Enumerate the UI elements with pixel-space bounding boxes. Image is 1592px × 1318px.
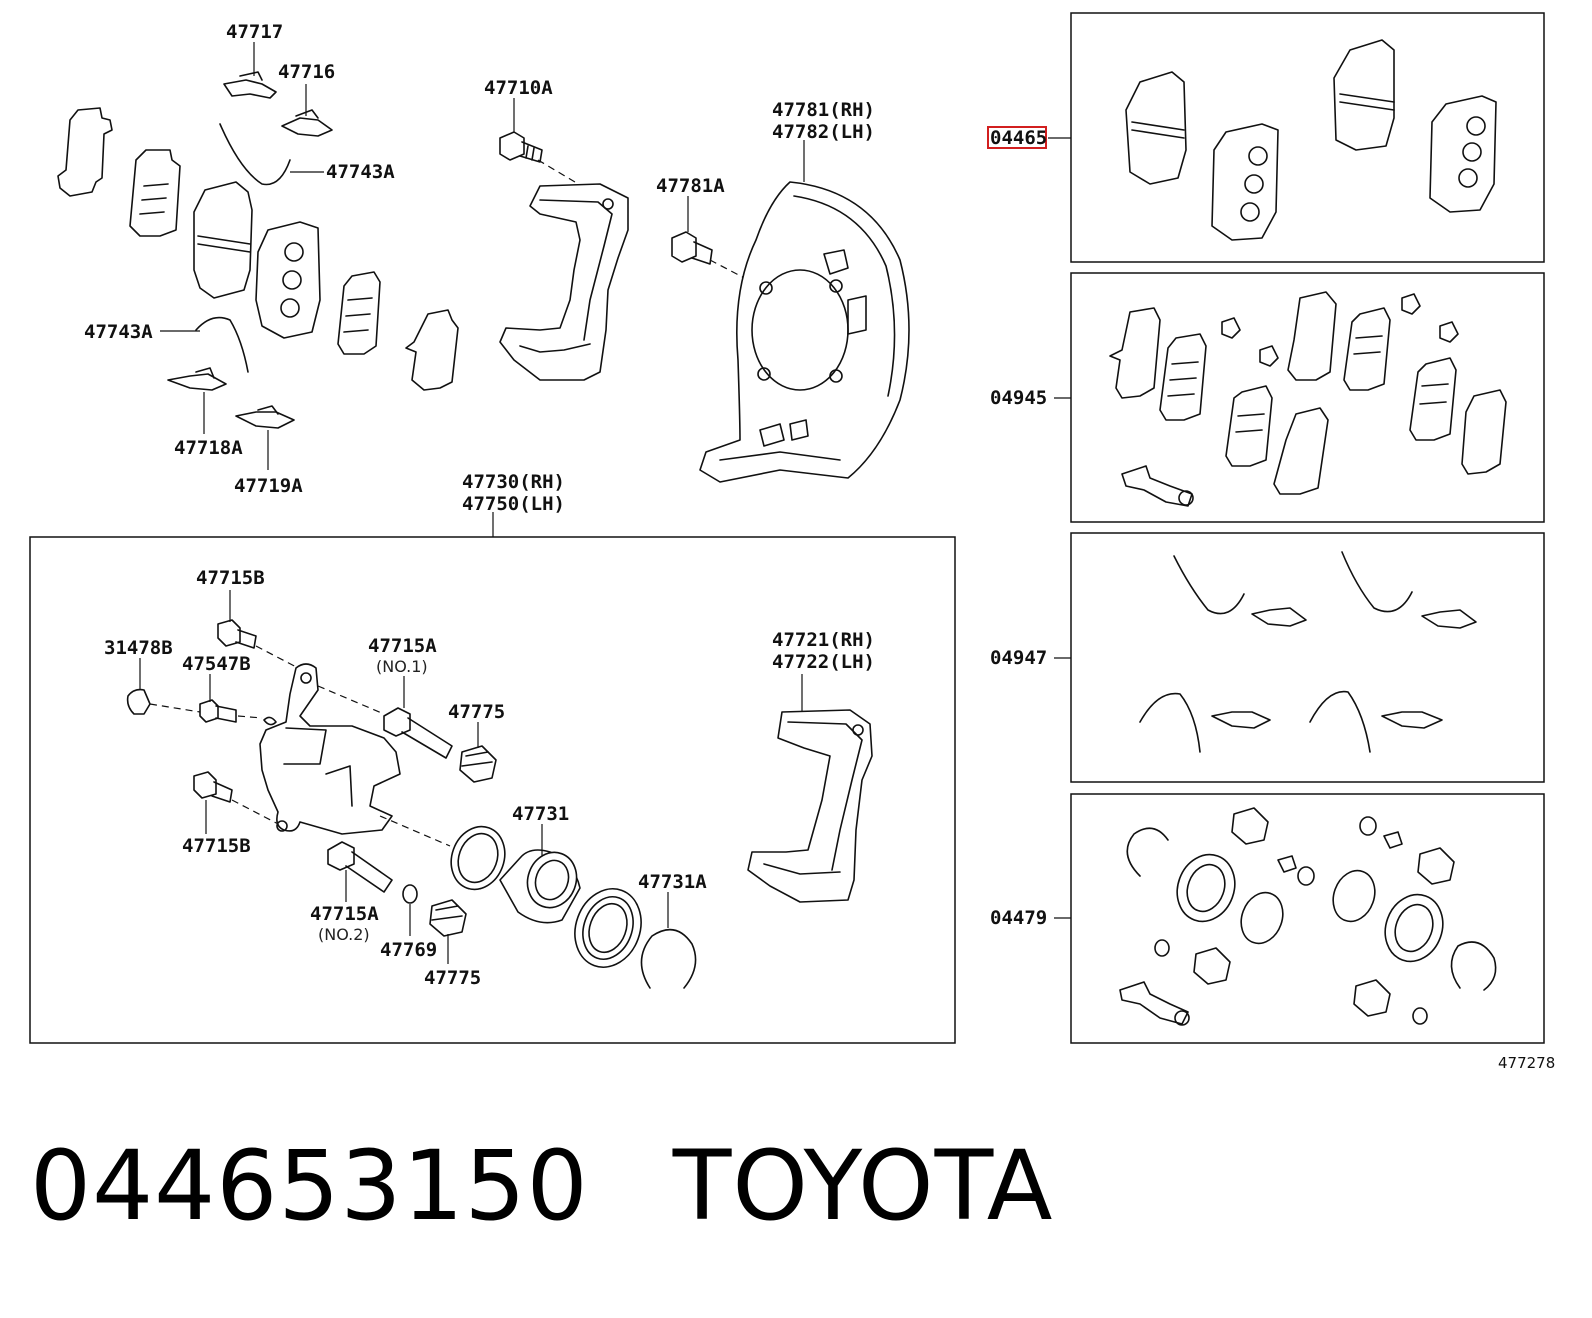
label-04945[interactable]: 04945 [990,387,1047,409]
slide-pin-47715A-no2 [327,841,393,893]
brand-name: TOYOTA [672,1130,1054,1242]
label-47722-lh: 47722(LH) [772,651,875,673]
part-caption: 044653150 TOYOTA [30,1130,1053,1250]
diagram-code: 477278 [1498,1054,1555,1072]
anti-squeal-clip-47716 [281,109,333,137]
brake-pad-backing-left [255,221,321,339]
pad-shim-outer-right [405,309,459,391]
boot-47775-top [459,745,497,783]
spring-clip-kit-parts [1139,551,1477,753]
label-04479[interactable]: 04479 [990,907,1047,929]
shim-kit-parts [1109,291,1507,507]
label-47731A: 47731A [638,871,707,893]
pad-shim-outer-left [57,107,113,197]
pad-kit-pad-2 [1211,123,1279,241]
label-no2: (NO.2) [318,925,370,944]
kit-box-04947 [1070,532,1545,783]
label-47730-rh: 47730(RH) [462,471,565,493]
label-47547B: 47547B [182,653,251,675]
pad-shim-left [129,149,181,237]
piston-seal-ring [450,825,506,891]
anti-squeal-clip-47717 [223,71,277,99]
highlight-box-04465 [987,126,1047,149]
label-47731: 47731 [512,803,569,825]
bolt-47715B-top [217,619,257,649]
label-47750-lh: 47750(LH) [462,493,565,515]
bleeder-plug-47547B [199,699,237,723]
pad-kit-pad-1 [1125,71,1187,185]
disc-brake-dust-shield [699,181,910,483]
caliper-mounting-bracket [499,183,629,381]
label-47715B-bottom: 47715B [182,835,251,857]
caliper-assembly-box [29,536,956,1044]
part-number: 044653150 [30,1130,589,1242]
bolt-47715B-bottom [193,771,233,803]
boot-47775-bottom [429,899,467,937]
brake-pad-left [193,181,253,299]
piston-47731 [499,849,581,924]
label-47719A: 47719A [234,475,303,497]
anti-squeal-clip-47719A [235,405,295,429]
bolt-47710A [499,131,543,163]
label-47781A: 47781A [656,175,725,197]
set-ring-47731A [640,928,697,989]
label-47743A-bottom: 47743A [84,321,153,343]
slide-pin-47715A-no1 [383,707,453,759]
label-47782-lh: 47782(LH) [772,121,875,143]
label-47716: 47716 [278,61,335,83]
label-31478B: 31478B [104,637,173,659]
label-47775-top: 47775 [448,701,505,723]
label-04465[interactable]: 04465 [990,127,1047,149]
label-04947[interactable]: 04947 [990,647,1047,669]
label-47781-rh: 47781(RH) [772,99,875,121]
leader-lines [139,42,805,964]
label-47715A-no2: 47715A [310,903,379,925]
bushing-47769 [402,884,418,904]
wear-indicator-spring-top [219,123,291,186]
label-no1: (NO.1) [376,657,428,676]
label-47718A: 47718A [174,437,243,459]
label-47717: 47717 [226,21,283,43]
brake-parts-diagram: 47717 47716 47743A 47710A 47781(RH) 4778… [29,12,1555,1072]
label-47775-bottom: 47775 [424,967,481,989]
bleeder-cap-31478B [126,688,151,715]
cylinder-kit-parts [1119,807,1497,1026]
wear-indicator-spring-bottom [195,316,249,373]
pad-kit-pad-3 [1333,39,1395,151]
label-47710A: 47710A [484,77,553,99]
bolt-47781A [671,231,713,265]
anti-squeal-clip-47718A [167,367,227,391]
label-47769: 47769 [380,939,437,961]
label-47743A-top: 47743A [326,161,395,183]
cylinder-boot [574,888,642,968]
label-47715B-top: 47715B [196,567,265,589]
label-47721-rh: 47721(RH) [772,629,875,651]
caliper-cylinder-body [259,663,401,835]
label-47715A-no1: 47715A [368,635,437,657]
pad-kit-pad-4 [1429,95,1497,213]
pad-shim-mid [337,271,381,355]
caliper-mounting-47721 [747,709,873,903]
